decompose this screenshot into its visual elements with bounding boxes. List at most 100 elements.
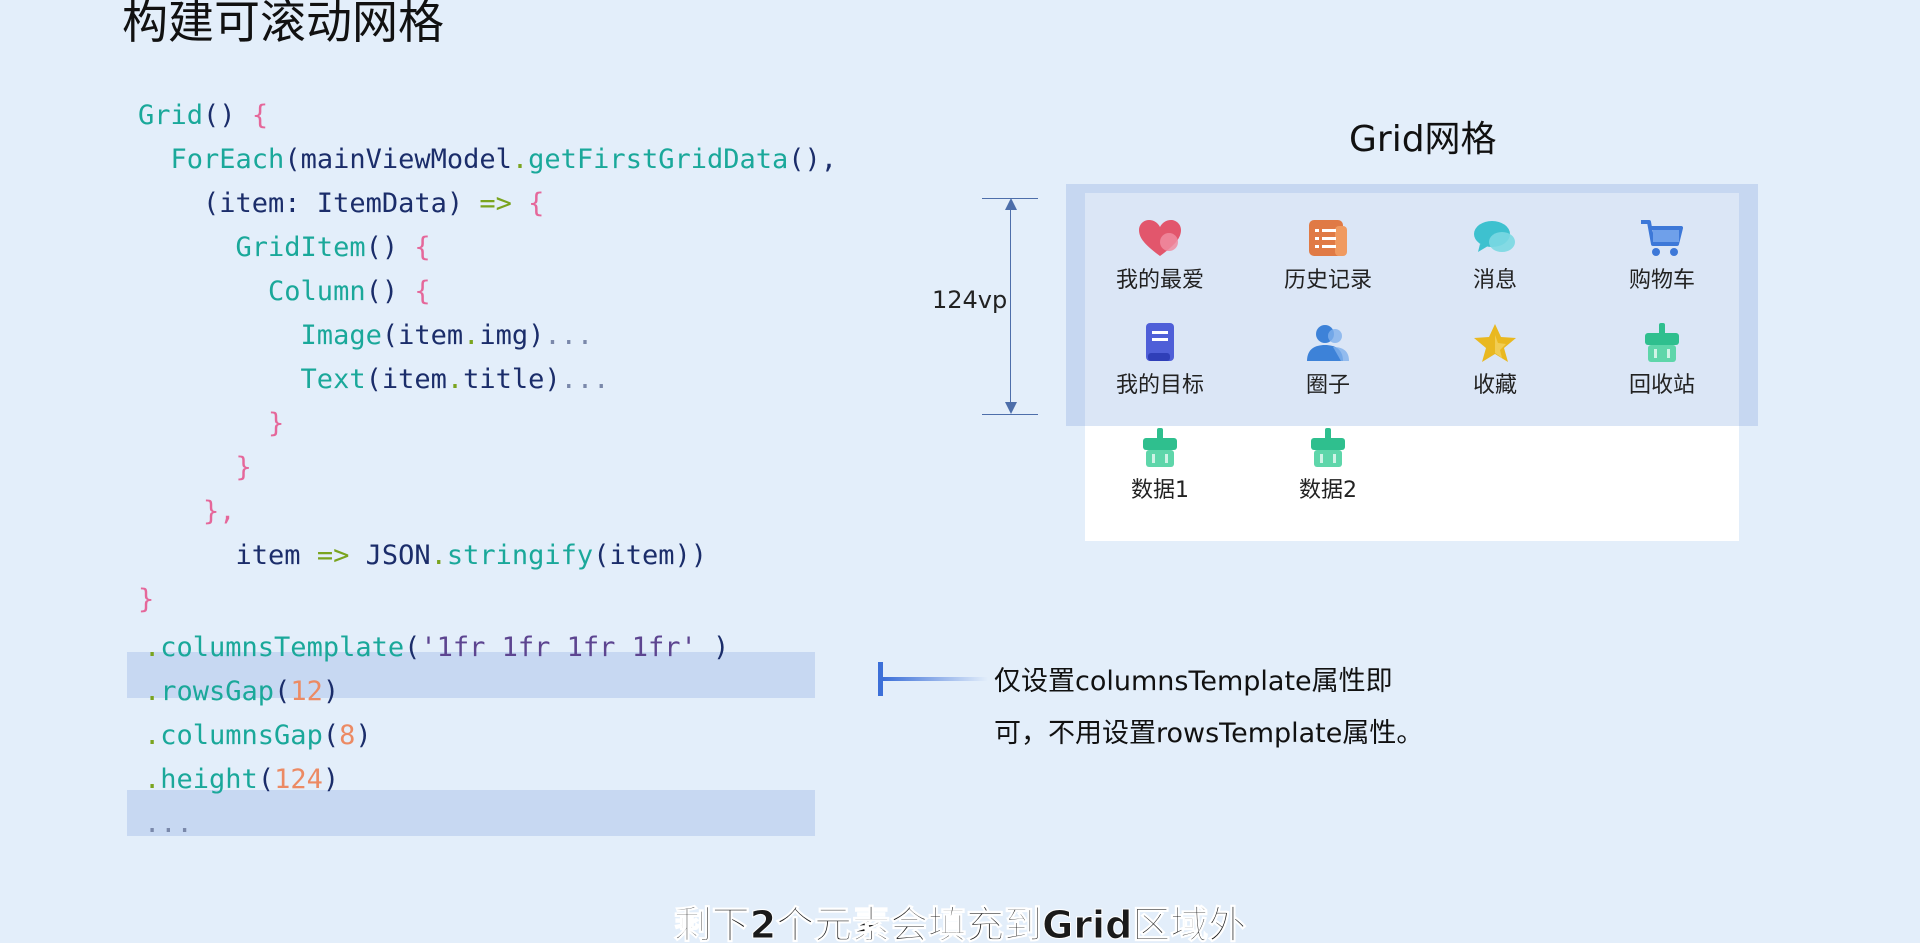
code-token: .: [463, 320, 480, 351]
grid-item-label: 消息: [1472, 268, 1517, 293]
grid-item[interactable]: 历史记录: [1258, 218, 1398, 308]
grid-item-label: 我的最爱: [1115, 268, 1204, 293]
code-token: ...: [544, 320, 594, 351]
grid-item[interactable]: 收藏: [1425, 323, 1565, 413]
grid-visible-region: [1085, 193, 1739, 426]
grid-item-label: 购物车: [1628, 268, 1695, 293]
code-token: title): [463, 364, 561, 395]
code-token: (): [365, 276, 415, 307]
code-token: (item)): [593, 540, 707, 571]
grid-item-label: 收藏: [1472, 373, 1517, 398]
grid-item[interactable]: 购物车: [1592, 218, 1732, 308]
code-token: stringify: [446, 540, 594, 571]
code-token: getFirstGridData: [528, 144, 789, 175]
slide-title: 构建可滚动网格: [122, 0, 444, 49]
code-token: '1fr 1fr 1fr 1fr': [420, 632, 713, 663]
recycle-bin-icon: [1592, 323, 1732, 363]
code-highlight-columns-template: [127, 652, 815, 698]
code-line: }: [138, 578, 154, 622]
note-connector: [883, 677, 988, 681]
code-token: 8: [339, 720, 356, 751]
code-token: =>: [479, 188, 529, 219]
goal-icon: [1090, 323, 1230, 363]
grid-item[interactable]: 消息: [1425, 218, 1565, 308]
code-token: Image: [138, 320, 382, 351]
code-token: (): [203, 100, 252, 131]
code-token: ): [712, 632, 730, 663]
code-token: (mainViewModel: [284, 144, 512, 175]
code-token: }: [138, 584, 155, 615]
code-token: =>: [316, 540, 366, 571]
code-line: .height(124): [144, 758, 339, 802]
code-token: Column: [138, 276, 366, 307]
dimension-vertical-line: [1010, 203, 1011, 409]
code-token: ): [322, 764, 340, 795]
grid-title: Grid网格: [1349, 119, 1497, 160]
code-token: rowsGap: [160, 676, 275, 707]
code-token: {: [528, 188, 545, 219]
code-line: Text(item.title)...: [138, 358, 610, 402]
cart-icon: [1592, 218, 1732, 258]
grid-item-label: 我的目标: [1115, 373, 1204, 398]
code-token: ...: [144, 808, 193, 839]
code-token: .: [144, 720, 161, 751]
code-token: .: [446, 364, 464, 395]
arrow-up-icon: [1005, 198, 1017, 210]
grid-item[interactable]: 数据1: [1090, 428, 1230, 518]
video-subtitle: 剩下2个元素会填充到Grid区域外: [673, 903, 1247, 943]
code-line: }: [138, 446, 252, 490]
code-line: }: [138, 402, 284, 446]
code-token: (: [257, 764, 275, 795]
height-label: 124vp: [932, 286, 1008, 314]
dimension-bottom-tick: [982, 414, 1038, 415]
code-token: }: [138, 408, 285, 439]
code-token: columnsTemplate: [160, 632, 405, 663]
code-token: ): [355, 720, 372, 751]
code-line: Column() {: [138, 270, 431, 314]
code-line: Image(item.img)...: [138, 314, 594, 358]
code-token: .: [144, 676, 161, 707]
code-line: .columnsTemplate('1fr 1fr 1fr 1fr' ): [144, 626, 729, 670]
data-broom-icon: [1258, 428, 1398, 468]
code-token: (: [322, 720, 340, 751]
code-token: (: [274, 676, 291, 707]
grid-item[interactable]: 数据2: [1258, 428, 1398, 518]
code-line: item => JSON.stringify(item)): [138, 534, 707, 578]
code-token: (item: ItemData): [138, 188, 480, 219]
code-line: Grid() {: [138, 94, 268, 138]
code-token: GridItem: [138, 232, 366, 263]
code-token: (: [404, 632, 421, 663]
arrow-down-icon: [1005, 402, 1017, 414]
code-line: (item: ItemData) => {: [138, 182, 544, 226]
code-token: item: [138, 540, 317, 571]
code-line: ForEach(mainViewModel.getFirstGridData()…: [138, 138, 838, 182]
code-token: Text: [138, 364, 366, 395]
grid-item[interactable]: 回收站: [1592, 323, 1732, 413]
grid-item-label: 历史记录: [1283, 268, 1372, 293]
grid-item-label: 数据1: [1131, 478, 1189, 503]
code-token: (item: [381, 320, 464, 351]
grid-item[interactable]: 我的最爱: [1090, 218, 1230, 308]
code-line: },: [138, 490, 236, 534]
code-token: ForEach: [138, 144, 285, 175]
history-icon: [1258, 218, 1398, 258]
code-token: (item: [365, 364, 447, 395]
note-line-1: 仅设置columnsTemplate属性即: [994, 666, 1393, 697]
data-broom-icon: [1090, 428, 1230, 468]
code-token: columnsGap: [160, 720, 323, 751]
grid-item[interactable]: 我的目标: [1090, 323, 1230, 413]
grid-item-label: 回收站: [1628, 373, 1695, 398]
grid-item-label: 圈子: [1305, 373, 1350, 398]
message-icon: [1425, 218, 1565, 258]
code-line: .columnsGap(8): [144, 714, 372, 758]
code-token: },: [138, 496, 236, 527]
code-token: (): [365, 232, 415, 263]
code-token: ...: [560, 364, 610, 395]
code-token: JSON: [365, 540, 431, 571]
grid-item-label: 数据2: [1299, 478, 1357, 503]
code-token: height: [160, 764, 258, 795]
star-icon: [1425, 323, 1565, 363]
dimension-top-tick: [982, 198, 1038, 199]
code-token: ): [322, 676, 340, 707]
grid-item[interactable]: 圈子: [1258, 323, 1398, 413]
